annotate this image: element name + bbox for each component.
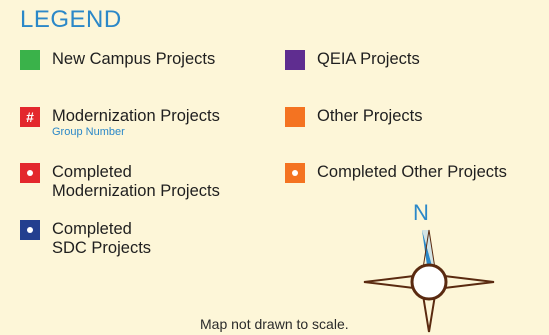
legend-item-label: QEIA Projects bbox=[317, 50, 420, 68]
legend-item-modernization: # Modernization Projects Group Number bbox=[20, 107, 220, 138]
completed-sdc-dot-icon bbox=[20, 220, 40, 240]
legend-item-qeia: QEIA Projects bbox=[285, 50, 420, 70]
new-campus-swatch bbox=[20, 50, 40, 70]
legend-item-label: Other Projects bbox=[317, 107, 423, 125]
group-number-label: Group Number bbox=[52, 126, 125, 138]
completed-modernization-dot-icon bbox=[20, 163, 40, 183]
legend-item-completed-other: Completed Other Projects bbox=[285, 163, 507, 183]
scale-note: Map not drawn to scale. bbox=[200, 316, 349, 332]
other-projects-swatch bbox=[285, 107, 305, 127]
completed-other-dot-icon bbox=[285, 163, 305, 183]
legend-item-label: Modernization Projects bbox=[52, 107, 220, 125]
legend-item-completed-modernization: Completed Modernization Projects bbox=[20, 163, 220, 201]
legend-item-label: New Campus Projects bbox=[52, 50, 216, 68]
modernization-hash-icon: # bbox=[20, 107, 40, 127]
legend-title: LEGEND bbox=[20, 6, 122, 33]
legend-item-label: Completed Other Projects bbox=[317, 163, 507, 181]
legend-item-completed-sdc: Completed SDC Projects bbox=[20, 220, 151, 258]
north-label: N bbox=[413, 200, 429, 225]
legend-item-label: Completed Modernization Projects bbox=[52, 163, 220, 200]
legend-item-label: Completed SDC Projects bbox=[52, 220, 152, 257]
qeia-swatch bbox=[285, 50, 305, 70]
legend-item-other: Other Projects bbox=[285, 107, 422, 127]
compass-rose-icon bbox=[363, 229, 495, 333]
legend-item-new-campus: New Campus Projects bbox=[20, 50, 215, 70]
